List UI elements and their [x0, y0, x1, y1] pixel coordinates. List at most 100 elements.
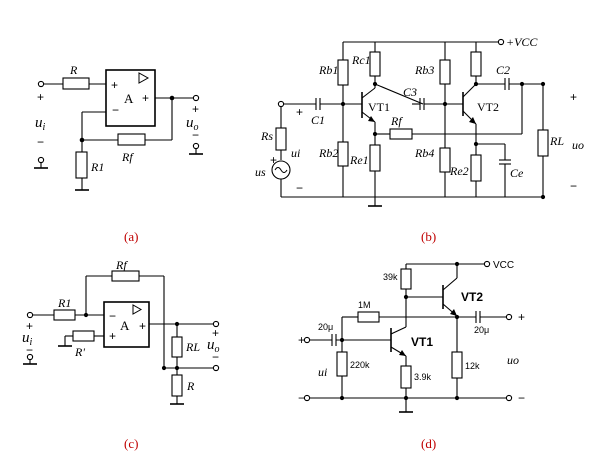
resistor-d-39k	[400, 268, 412, 290]
label-a-out-plus: +	[192, 102, 199, 116]
label-d-220k: 220k	[350, 360, 370, 370]
label-b-C3: C3	[403, 85, 417, 99]
label-b-us-plus: +	[270, 153, 277, 167]
resistor-c-Rprime	[72, 330, 95, 342]
label-b-Rb1: Rb1	[318, 63, 338, 77]
label-b-Rb2: Rb2	[318, 146, 338, 160]
label-b-VT2: VT2	[477, 100, 499, 114]
label-c-output: uo	[207, 337, 220, 355]
resistor-d-220k	[336, 351, 348, 377]
opamp-c-triangle-icon	[132, 304, 143, 315]
label-d-1M: 1M	[358, 300, 371, 310]
label-a-R: R	[69, 63, 78, 77]
label-b-Rb4: Rb4	[414, 146, 434, 160]
label-a-R1: R1	[90, 160, 104, 174]
label-b-Ce: Ce	[510, 166, 524, 180]
label-c-RL: RL	[185, 340, 200, 354]
resistor-b-Rs	[275, 127, 287, 151]
resistor-d-3_9k	[400, 365, 412, 389]
label-d-VT2: VT2	[461, 290, 483, 304]
label-d-out-plus: +	[518, 310, 525, 324]
resistor-b-Rb3	[439, 59, 451, 85]
resistor-b-Re1	[369, 144, 381, 172]
resistor-b-Rb4	[439, 147, 451, 173]
terminal-a-in-top	[37, 80, 45, 88]
label-b-C1: C1	[311, 113, 325, 127]
label-c-in-minus: −	[26, 343, 33, 357]
resistor-b-Rf	[389, 128, 413, 140]
opamp-c-plus: +	[109, 329, 116, 343]
label-d-uo: uo	[507, 353, 519, 367]
resistor-a-R1	[75, 151, 88, 179]
label-d-ui: ui	[318, 365, 327, 379]
label-c-out-plus: +	[212, 326, 219, 340]
label-d-VT1: VT1	[411, 335, 433, 349]
caption-c: (c)	[124, 436, 138, 451]
resistor-b-Rc2	[470, 51, 482, 77]
caption-b: (b)	[421, 229, 436, 244]
opamp-c-label: A	[120, 318, 130, 333]
label-a-out-minus: −	[192, 128, 199, 142]
circuit-d: VCC	[298, 260, 525, 413]
label-d-out-minus: −	[518, 391, 525, 405]
label-b-C2: C2	[496, 63, 510, 77]
label-c-in-plus: +	[26, 319, 33, 333]
opamp-a	[105, 69, 156, 127]
resistor-d-12k	[451, 351, 463, 379]
circuit-b: +VCC	[255, 35, 584, 207]
label-b-Re2: Re2	[449, 164, 469, 178]
resistor-a-Rf	[117, 133, 146, 146]
terminal-b-vcc	[497, 38, 505, 46]
terminal-a-in-bottom	[37, 156, 45, 164]
opamp-a-out-plus: +	[142, 91, 149, 105]
opamp-a-label: A	[124, 91, 134, 106]
resistor-c-RL	[171, 336, 183, 358]
label-c-input: ui	[22, 330, 33, 348]
label-c-R1: R1	[57, 296, 71, 310]
resistor-c-R	[171, 374, 183, 397]
label-b-in-plus: +	[296, 105, 303, 119]
resistor-a-R	[62, 77, 90, 90]
opamp-c-out-plus: +	[139, 319, 146, 333]
label-d-vcc: VCC	[493, 260, 514, 271]
label-b-ui: ui	[291, 146, 300, 160]
label-a-in-minus: −	[37, 135, 44, 149]
label-b-Rf: Rf	[390, 114, 403, 128]
opamp-c-minus: −	[109, 309, 116, 323]
label-a-in-plus: +	[37, 90, 44, 104]
label-d-39k: 39k	[383, 272, 398, 282]
label-b-out-minus: −	[570, 179, 577, 193]
label-c-Rprime: R'	[74, 345, 85, 359]
opamp-a-triangle-icon	[138, 72, 150, 84]
label-c-Rf: Rf	[115, 258, 128, 272]
label-b-Rs: Rs	[260, 129, 273, 143]
label-b-us: us	[255, 165, 266, 179]
label-b-Rc1: Rc1	[351, 53, 371, 67]
resistor-c-Rf	[111, 270, 140, 282]
circuit-a: + − A + R R1 Rf + − ui + uo −	[34, 63, 203, 191]
label-b-Rb3: Rb3	[414, 63, 434, 77]
terminal-a-out-bottom	[192, 142, 200, 150]
label-c-R: R	[186, 379, 195, 393]
label-b-in-minus: −	[296, 181, 303, 195]
resistor-d-1M	[357, 311, 380, 323]
label-b-VT1: VT1	[368, 100, 390, 114]
circuit-c: − + A + Rf R1 R' RL R + ui − + uo −	[22, 258, 220, 405]
label-a-Rf: Rf	[121, 150, 134, 164]
label-d-c20u-in: 20μ	[318, 322, 333, 332]
label-d-3_9k: 3.9k	[414, 372, 432, 382]
label-d-12k: 12k	[465, 361, 480, 371]
label-d-c20u-out: 20μ	[474, 325, 489, 335]
opamp-a-minus: −	[112, 103, 119, 117]
label-b-uo: uo	[572, 138, 584, 152]
label-a-input: ui	[35, 115, 46, 133]
label-c-out-minus: −	[212, 350, 219, 364]
label-b-out-plus: +	[570, 90, 577, 104]
label-d-in-minus: −	[298, 391, 305, 405]
terminal-a-out-top	[192, 94, 200, 102]
label-a-output: uo	[186, 115, 199, 133]
resistor-b-Rc1	[369, 51, 381, 77]
resistor-b-Rb1	[337, 59, 349, 86]
label-b-vcc: +VCC	[506, 35, 538, 49]
